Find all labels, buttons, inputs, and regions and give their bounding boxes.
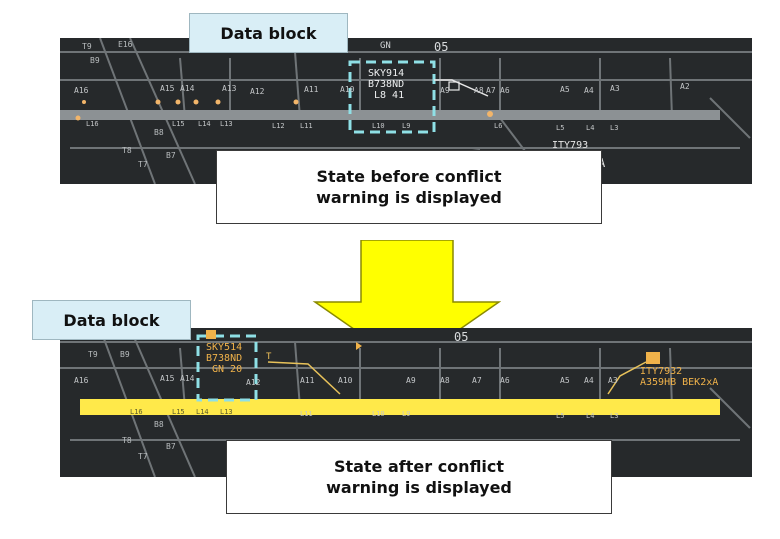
stand-label: A15 [160, 374, 175, 383]
misc-label: B9 [90, 56, 100, 65]
aircraft-data-block-alert[interactable]: SKY514 B738ND GN 20 [206, 342, 242, 375]
caption-after: State after conflict warning is displaye… [226, 440, 612, 514]
misc-label: B7 [166, 442, 176, 451]
taxi-label: L14 [196, 408, 209, 416]
data-block-frame [196, 334, 258, 402]
aircraft-type: B738ND [206, 353, 243, 364]
taxi-label: L11 [300, 410, 313, 418]
runway-label: 05 [434, 40, 449, 54]
stand-label: A12 [246, 378, 261, 387]
taxi-label: L16 [86, 120, 99, 128]
runway-label: 05 [454, 330, 469, 344]
stand-label: A4 [584, 376, 594, 385]
taxi-label: L5 [556, 412, 565, 420]
stand-label: A6 [500, 86, 510, 95]
stand-label: A14 [180, 84, 195, 93]
stand-label: A16 [74, 376, 89, 385]
stand-label: A5 [560, 376, 570, 385]
taxi-label: L4 [586, 412, 595, 420]
aircraft-callsign: SKY514 [206, 342, 243, 353]
aircraft-callsign: SKY914 [368, 68, 405, 79]
stand-label: A3 [610, 84, 620, 93]
stand-label: A11 [300, 376, 315, 385]
runway-strip [60, 110, 720, 120]
misc-label: B7 [166, 151, 176, 160]
data-block-label-text: Data block [63, 310, 160, 330]
taxi-label: L10 [372, 122, 385, 130]
stand-label: A10 [340, 85, 355, 94]
misc-label: E16 [118, 40, 133, 49]
misc-label: T8 [122, 146, 132, 155]
taxi-label: L6 [494, 122, 503, 130]
aircraft-info: L8 41 [374, 90, 405, 101]
aircraft-type: B738ND [368, 79, 405, 90]
taxi-label: L13 [220, 120, 233, 128]
stand-label: A6 [500, 376, 510, 385]
stand-label: A7 [486, 86, 496, 95]
stand-label: A12 [250, 87, 265, 96]
misc-label: T8 [122, 436, 132, 445]
stand-label: A10 [338, 376, 353, 385]
stand-label: A8 [474, 86, 484, 95]
misc-label: T7 [138, 452, 148, 461]
taxi-label: L15 [172, 408, 185, 416]
misc-label: B9 [120, 350, 130, 359]
caption-line: warning is displayed [316, 188, 502, 207]
marker-label: T [266, 352, 272, 362]
stand-label: A13 [222, 84, 237, 93]
aircraft-data-block[interactable]: SKY914 B738ND L8 41 [368, 68, 404, 101]
stand-label: A2 [680, 82, 690, 91]
taxi-label: L9 [402, 122, 411, 130]
stand-label: A9 [406, 376, 416, 385]
taxi-label: L10 [372, 410, 385, 418]
stand-label: A11 [304, 85, 319, 94]
taxi-label: L5 [556, 124, 565, 132]
misc-label: T9 [88, 350, 98, 359]
other-aircraft-data-block-alert[interactable]: ITY7932 A359HB BEK2xA [640, 366, 718, 388]
radar-screen-after: T9 B9 B8 B7 T8 T7 05 T A16 A15 A14 A12 A… [60, 328, 752, 477]
caption-line: State before conflict [316, 167, 502, 186]
data-block-label-text: Data block [220, 23, 317, 43]
stand-label: A5 [560, 85, 570, 94]
caption-line: State after conflict [333, 457, 505, 476]
taxi-label: L15 [172, 120, 185, 128]
other-aircraft-type: A359HB BEK2xA [640, 377, 719, 388]
stand-label: A3 [608, 376, 618, 385]
stand-label: A14 [180, 374, 195, 383]
taxi-label: L3 [610, 412, 619, 420]
taxi-label: L3 [610, 124, 619, 132]
data-block-label-top: Data block [189, 13, 348, 53]
misc-label: B8 [154, 128, 164, 137]
misc-label: GN [380, 41, 391, 51]
taxi-label: L9 [402, 410, 411, 418]
taxi-label: L14 [198, 120, 211, 128]
aircraft-info: GN 20 [212, 364, 243, 375]
misc-label: T7 [138, 160, 148, 169]
taxi-label: L13 [220, 408, 233, 416]
stand-label: A4 [584, 86, 594, 95]
taxi-label: L11 [300, 122, 313, 130]
stand-label: A16 [74, 86, 89, 95]
stand-label: A9 [440, 86, 450, 95]
misc-label: B8 [154, 420, 164, 429]
taxi-label: L16 [130, 408, 143, 416]
caption-before: State before conflict warning is display… [216, 150, 602, 224]
runway-conflict-highlight [80, 399, 720, 415]
other-aircraft-label[interactable]: ITY793 [552, 140, 589, 151]
taxi-label: L4 [586, 124, 595, 132]
data-block-label-bottom: Data block [32, 300, 191, 340]
airport-map-after [60, 328, 752, 477]
stand-label: A8 [440, 376, 450, 385]
data-block-frame [348, 60, 436, 134]
taxi-label: L12 [272, 122, 285, 130]
other-aircraft-callsign: ITY7932 [640, 366, 683, 377]
stand-label: A15 [160, 84, 175, 93]
stand-label: A7 [472, 376, 482, 385]
caption-line: warning is displayed [326, 478, 512, 497]
misc-label: T9 [82, 42, 92, 51]
